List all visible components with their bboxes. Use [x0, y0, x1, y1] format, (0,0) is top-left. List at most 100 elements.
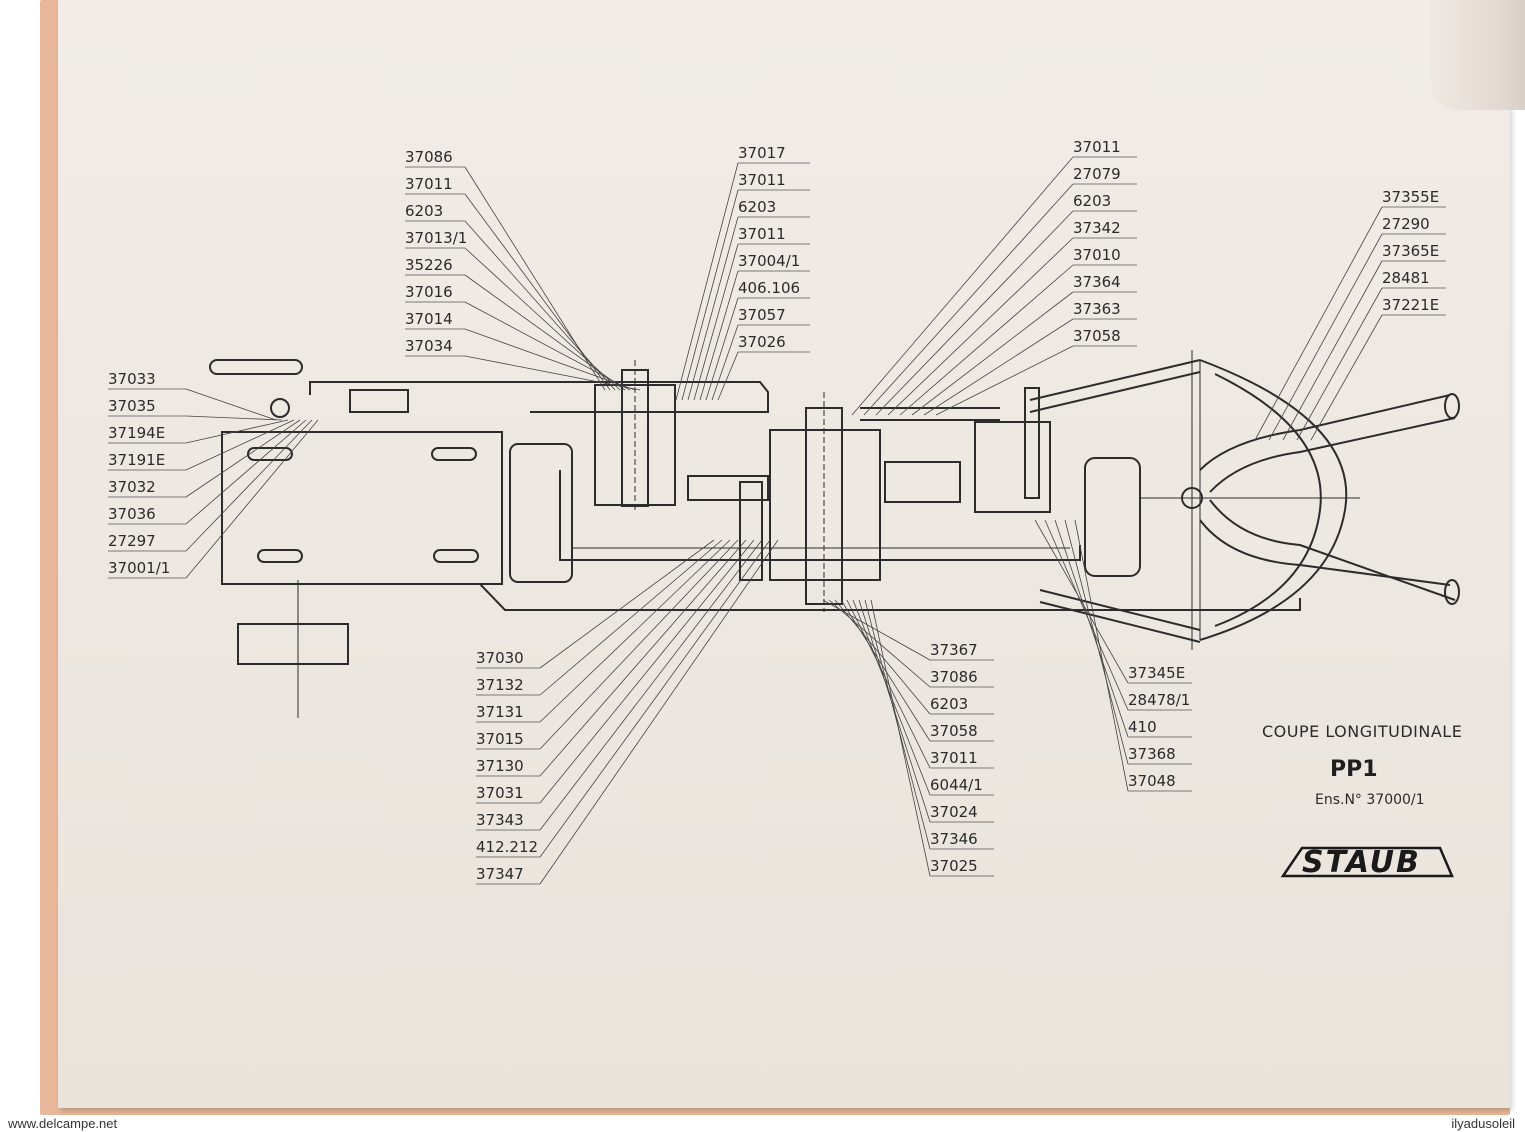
leader-line: [1282, 260, 1383, 441]
leader-line: [464, 301, 631, 391]
part-label: 37015: [476, 730, 524, 748]
leader-line: [828, 599, 931, 688]
bracket: [349, 389, 409, 413]
part-label: 37365E: [1382, 242, 1439, 260]
lower-arm: [1039, 589, 1201, 631]
part-label: 37011: [405, 175, 453, 193]
leader-line: [1074, 519, 1129, 792]
leader-line: [464, 247, 621, 391]
machine-outline: [209, 350, 1460, 718]
assembly-number: Ens.N° 37000/1: [1315, 792, 1425, 808]
valve-knob: [270, 398, 290, 418]
leader-line: [185, 419, 295, 471]
part-label: 37048: [1128, 772, 1176, 790]
part-label: 37343: [476, 811, 524, 829]
footer-left-watermark: www.delcampe.net: [8, 1116, 118, 1131]
leader-line: [834, 599, 931, 715]
part-label: 28481: [1382, 269, 1430, 287]
leader-line: [911, 291, 1074, 416]
part-label: 37131: [476, 703, 524, 721]
leader-line: [539, 539, 715, 669]
leader-line: [1034, 519, 1129, 684]
lower-channel: [559, 470, 1081, 561]
leader-line: [185, 415, 283, 421]
part-label: 412.212: [476, 838, 538, 856]
part-label: 37130: [476, 757, 524, 775]
part-label: 35226: [405, 256, 453, 274]
part-label: 37016: [405, 283, 453, 301]
part-label: 6044/1: [930, 776, 983, 794]
leader-line: [1044, 519, 1129, 711]
tube-lower: [1199, 519, 1451, 586]
logo-text: STAUB: [1302, 845, 1421, 880]
page-curl: [1430, 0, 1525, 110]
part-label: 37011: [930, 749, 978, 767]
leader-line: [717, 351, 739, 401]
part-label: 6203: [405, 202, 443, 220]
part-label: 27290: [1382, 215, 1430, 233]
part-label: 37191E: [108, 451, 165, 469]
leader-line: [1254, 206, 1383, 441]
part-label: 37363: [1073, 300, 1121, 318]
leader-line: [539, 539, 731, 723]
part-label: 37355E: [1382, 188, 1439, 206]
part-label: 37057: [738, 306, 786, 324]
leader-line: [681, 189, 739, 401]
part-label: 37032: [108, 478, 156, 496]
leader-line: [185, 419, 289, 444]
labels-bottom-left: 37030371323713137015371303703137343412.2…: [476, 649, 540, 885]
vertical-bolt: [1024, 387, 1040, 499]
leader-line: [464, 328, 636, 391]
right-block: [974, 421, 1051, 513]
leader-line: [711, 324, 739, 401]
leader-line: [870, 599, 931, 877]
leader-line: [539, 539, 771, 858]
leader-line: [887, 237, 1074, 416]
leader-line: [539, 539, 763, 831]
leader-line: [185, 419, 319, 579]
leader-lines: [185, 156, 1383, 885]
labels-bottom-center: 3736737086620337058370116044/13702437346…: [930, 641, 994, 877]
leader-line: [1054, 519, 1129, 738]
leader-line: [185, 388, 277, 421]
part-label: 410: [1128, 718, 1157, 736]
leader-line: [693, 243, 739, 401]
leader-line: [1310, 314, 1383, 441]
upper-arm: [1029, 359, 1201, 401]
slot-top-left: [247, 447, 293, 461]
part-label: 37014: [405, 310, 453, 328]
part-label: 37017: [738, 144, 786, 162]
part-label: 6203: [1073, 192, 1111, 210]
leader-line: [1296, 287, 1383, 441]
model-code: PP1: [1330, 757, 1378, 782]
part-label: 37346: [930, 830, 978, 848]
drawing-sheet: [58, 0, 1510, 1108]
part-label: 37347: [476, 865, 524, 883]
part-label: 37367: [930, 641, 978, 659]
left-spool: [509, 443, 573, 583]
base-rail: [222, 583, 1301, 611]
part-label: 6203: [930, 695, 968, 713]
part-label: 37011: [738, 225, 786, 243]
base-mount: [237, 623, 349, 665]
part-label: 406.106: [738, 279, 800, 297]
part-label: 27079: [1073, 165, 1121, 183]
part-label: 37011: [738, 171, 786, 189]
leader-line: [539, 539, 779, 885]
slot-top-right: [431, 447, 477, 461]
leader-line: [464, 355, 641, 391]
part-label: 37013/1: [405, 229, 467, 247]
leader-line: [699, 270, 739, 401]
staub-logo: STAUB: [1280, 845, 1454, 880]
part-label: 37086: [930, 668, 978, 686]
part-label: 6203: [738, 198, 776, 216]
part-label: 37001/1: [108, 559, 170, 577]
leader-line: [539, 539, 747, 777]
part-label: 27297: [108, 532, 156, 550]
bearing-housing-2: [769, 429, 881, 581]
bolt-center: [739, 481, 763, 581]
leader-line: [875, 210, 1074, 416]
